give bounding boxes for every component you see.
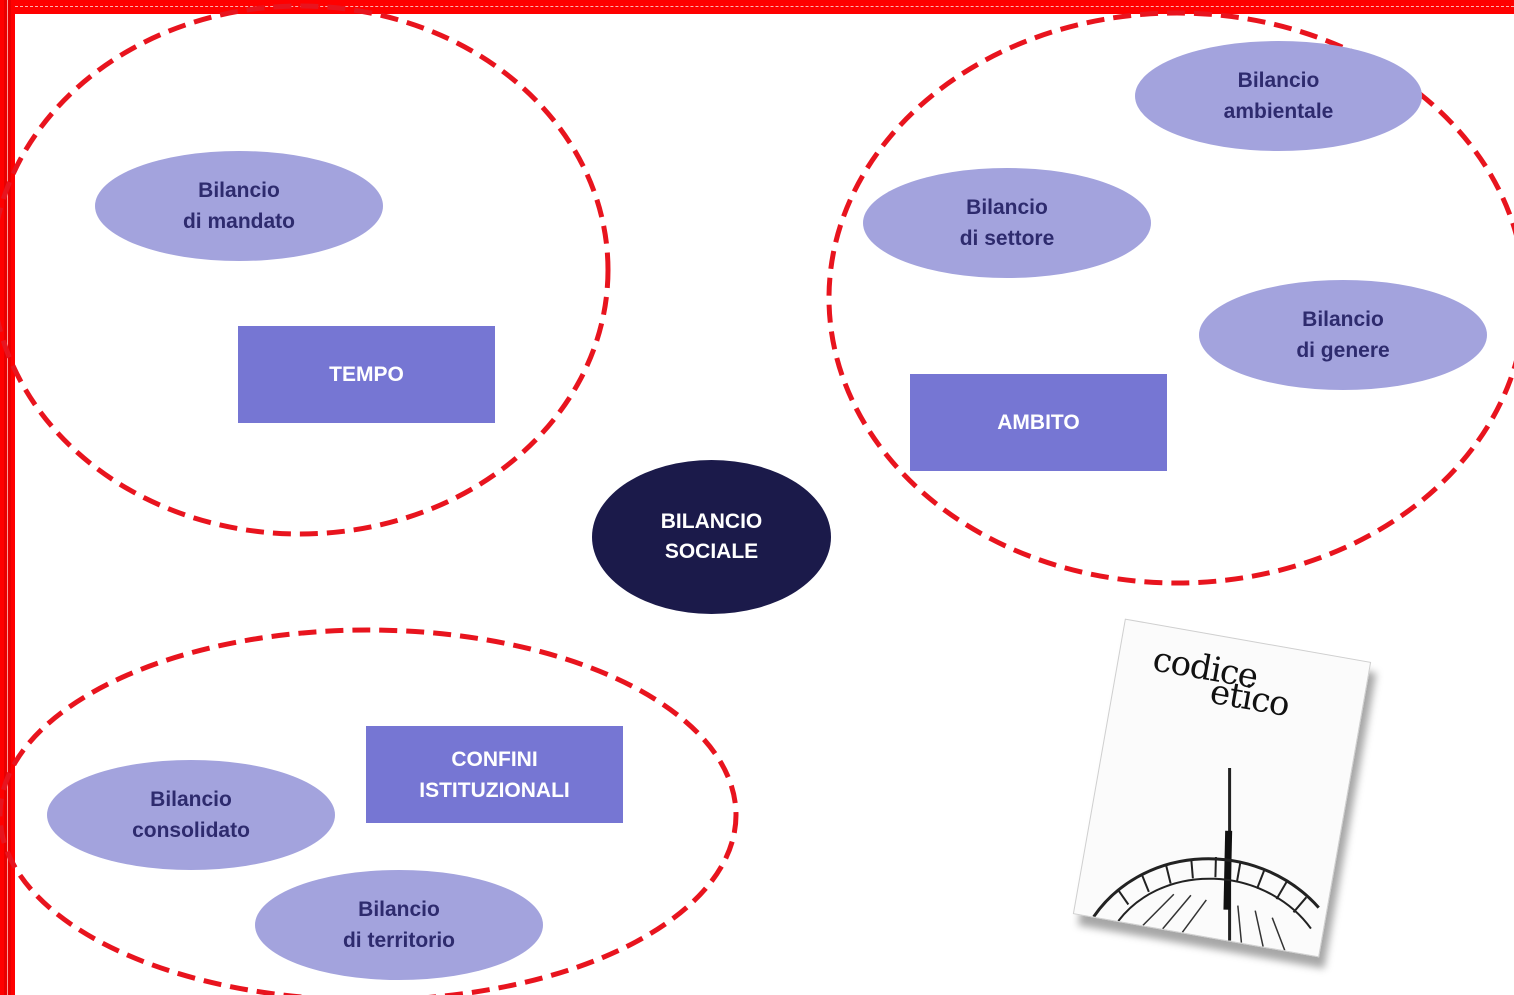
box-label: TEMPO [329, 363, 404, 386]
bubble-line1: Bilancio [966, 196, 1048, 219]
bilancio-di-settore-bubble: Bilancio di settore [863, 168, 1151, 278]
bubble-line2: consolidato [132, 819, 250, 842]
bilancio-ambientale-bubble: Bilancio ambientale [1135, 41, 1422, 151]
box-label: AMBITO [997, 411, 1080, 434]
bilancio-di-mandato-bubble: Bilancio di mandato [95, 151, 383, 261]
tempo-box: TEMPO [238, 326, 495, 423]
bubble-line2: di genere [1296, 339, 1390, 362]
bilancio-di-territorio-bubble: Bilancio di territorio [255, 870, 543, 980]
ambito-group-outline [826, 10, 1514, 586]
bilancio-consolidato-bubble: Bilancio consolidato [47, 760, 335, 870]
center-line1: BILANCIO [660, 510, 763, 533]
center-line2: SOCIALE [664, 540, 759, 563]
bubble-line2: di territorio [342, 929, 455, 952]
bubble-line1: Bilancio [358, 898, 440, 921]
frame-top-border [0, 0, 1514, 14]
bubble-line2: di mandato [182, 210, 295, 233]
bubble-line1: Bilancio [1302, 308, 1384, 331]
compass-illustration [1092, 768, 1320, 951]
bubble-line2: di settore [959, 227, 1055, 250]
bubble-line1: Bilancio [198, 179, 280, 202]
confini-istituzionali-box: CONFINI ISTITUZIONALI [366, 726, 623, 823]
frame-left-highlight-line [7, 0, 8, 995]
tempo-group-outline [0, 3, 611, 537]
box-label-line1: CONFINI [451, 747, 538, 771]
bubble-line1: Bilancio [1237, 69, 1320, 92]
box-label-line2: ISTITUZIONALI [419, 778, 570, 802]
codice-etico-book-image: codice etico [1072, 618, 1372, 958]
bilancio-di-genere-bubble: Bilancio di genere [1199, 280, 1487, 390]
confini-group-outline [0, 627, 739, 995]
bubble-line2: ambientale [1223, 100, 1334, 123]
frame-top-dashed-line [0, 6, 1514, 7]
bubble-line1: Bilancio [150, 788, 232, 811]
bilancio-sociale-center: BILANCIO SOCIALE [592, 460, 831, 614]
ambito-box: AMBITO [910, 374, 1167, 471]
